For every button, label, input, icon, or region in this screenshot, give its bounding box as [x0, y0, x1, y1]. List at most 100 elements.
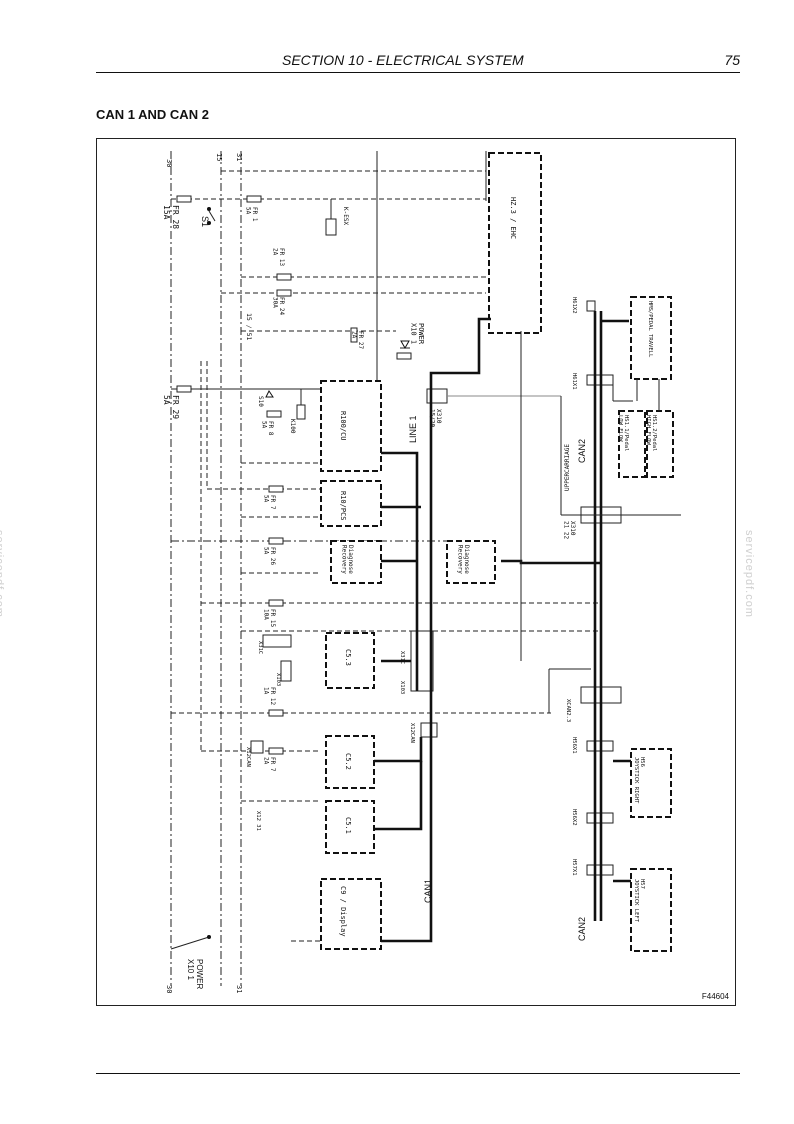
- module-diag-recovery-b: [446, 540, 496, 584]
- connector-x31c-label: X31C: [257, 641, 263, 654]
- connector-x103-label: X103: [275, 673, 281, 686]
- watermark-left: servicepdf.com: [0, 530, 5, 618]
- diagram-frame: .thin { stroke:#222; stroke-width:1; fil…: [96, 138, 736, 1006]
- fuse-fr7b-label: FR 72A: [262, 757, 276, 772]
- fuse-fr1: [246, 195, 262, 203]
- connector-x31c: [262, 634, 292, 648]
- rail-15-top-label: 15: [215, 153, 223, 161]
- fuse-fr28: [176, 195, 192, 203]
- connector-h57x1-label: H57X1: [571, 859, 577, 876]
- module-diag-recovery-b-label: DiagnoseRecovery: [456, 545, 470, 574]
- module-high-flow: [646, 410, 674, 478]
- module-c51-label: C5.1: [344, 817, 352, 834]
- module-c53: [325, 632, 375, 689]
- connector-x31cb-label: X31C: [399, 651, 405, 664]
- rail-30-top-label: 30: [165, 159, 173, 167]
- secondary-wiring: [447, 331, 681, 713]
- power-label-bottom: POWERX10 1: [186, 959, 204, 989]
- footer-rule: [96, 1073, 740, 1074]
- module-c53-label: C5.3: [344, 649, 352, 666]
- relay-k-esx-label: K-ESX: [342, 207, 349, 225]
- bus-label-can2-bottom: CAN2: [577, 917, 587, 941]
- fuse-fr29-label: FR 295A: [162, 395, 180, 419]
- fuse-fr1-label: FR 15A: [244, 207, 258, 222]
- connector-xcan23-label: XCAN2.3: [565, 699, 571, 722]
- fuse-fr8: [266, 410, 282, 418]
- module-low-flow: [618, 410, 646, 478]
- fuse-fr8-label: FR 85A: [260, 421, 274, 436]
- connector-h56x1-label: H56X1: [571, 737, 577, 754]
- switch-s10-label: S10: [257, 396, 264, 407]
- module-c51: [325, 800, 375, 854]
- rail-15-51-label: 15 / 51: [245, 313, 253, 340]
- fuse-fr26: [268, 537, 284, 545]
- module-hz3-label: HZ.3 / EHC: [509, 197, 517, 239]
- module-c52-label: C5.2: [344, 753, 352, 770]
- wiring-diagram: .thin { stroke:#222; stroke-width:1; fil…: [162, 151, 681, 993]
- module-hms-pedal-label: HMS/PEDAL TRAVELL: [647, 301, 653, 358]
- module-c9: [320, 878, 382, 950]
- relay-k100: [296, 389, 306, 420]
- switch-s1: [207, 207, 216, 225]
- rail-31-bottom-label: 31: [235, 985, 243, 993]
- module-r10-label: R10/PCS: [339, 491, 347, 521]
- fuse-fr13: [276, 273, 292, 281]
- module-low-flow-label: HS1.1/PedalLOW FLOW: [617, 415, 629, 451]
- module-high-flow-label: HS1.2/PedalHIGH FLOW: [645, 415, 657, 451]
- bus-label-uppercarriage: UPPERCARRIAGE: [564, 444, 571, 491]
- module-diag-recovery-a-label: DiagnoseRecovery: [340, 545, 354, 574]
- rail-30-bottom-label: 30: [165, 985, 173, 993]
- connector-h61x2: [586, 300, 596, 312]
- fuse-fr12: [268, 709, 284, 717]
- fuse-fr27: [350, 327, 358, 343]
- fuse-fr28-label: FR 2815A: [162, 205, 180, 229]
- module-joystick-right-label: H56JOYSTICK RIGHT: [633, 757, 645, 804]
- fuse-fr15: [268, 599, 284, 607]
- fuse-fr13-label: FR 132A: [271, 248, 285, 266]
- can1-bus: [374, 317, 601, 943]
- watermark-right: servicepdf.com: [743, 530, 755, 618]
- module-hz3: [488, 152, 542, 334]
- power-label-top: POWERX10 1: [409, 323, 425, 345]
- fuse-fr15-label: FR 1510A: [262, 609, 276, 627]
- connector-x310-bottom-label: X31021 22: [562, 521, 576, 539]
- document-title: CAN 1 AND CAN 2: [96, 107, 209, 122]
- module-c52: [325, 735, 375, 789]
- connector-x1231-label: X12 31: [255, 811, 261, 831]
- fuse-fr12-label: FR 121A: [262, 687, 276, 705]
- fuse-fr7a-label: FR 75A: [262, 495, 276, 510]
- module-r10: [320, 480, 382, 527]
- connector-x103b-label: X103: [399, 681, 405, 694]
- module-joystick-left-label: H57JOYSTICK LEFT: [633, 879, 645, 923]
- fuse-fr29: [176, 385, 192, 393]
- fuse-fr27-label: FR 272A: [350, 331, 364, 349]
- fuse-fr24: [276, 289, 292, 297]
- power-diode-top: [396, 340, 412, 360]
- module-diag-recovery-a: [330, 540, 382, 584]
- figure-code: F44604: [701, 992, 729, 1001]
- bus-label-line1: LINE 1: [408, 415, 418, 443]
- fuse-fr7a: [268, 485, 284, 493]
- switch-s10: [265, 390, 274, 398]
- connector-h61x1-label: H61X1: [571, 373, 577, 390]
- module-r100: [320, 380, 382, 472]
- fuse-fr26-label: FR 265A: [262, 547, 276, 565]
- module-r100-label: R100/CU: [339, 411, 347, 441]
- connector-x12can2: [250, 740, 264, 754]
- fuse-fr7b: [268, 747, 284, 755]
- bus-label-can2-top: CAN2: [577, 439, 587, 463]
- page-number: 75: [724, 52, 740, 68]
- module-c9-label: C9 / Display: [339, 886, 347, 937]
- switch-s1-label: S1: [200, 216, 210, 227]
- connector-h61x2-label: H61X2: [571, 297, 577, 314]
- connector-x103: [280, 660, 292, 682]
- connector-h56x2-label: H56X2: [571, 809, 577, 826]
- section-title: SECTION 10 - ELECTRICAL SYSTEM: [282, 52, 524, 68]
- connector-x12can-label: X12CAN: [409, 723, 415, 743]
- can2-bus: [593, 311, 631, 921]
- module-joystick-right: [630, 748, 672, 818]
- relay-k100-label: K100: [289, 419, 296, 434]
- bus-label-can1: CAN1: [423, 879, 433, 903]
- connector-x12can: [420, 722, 438, 738]
- module-hms-pedal: [630, 296, 672, 380]
